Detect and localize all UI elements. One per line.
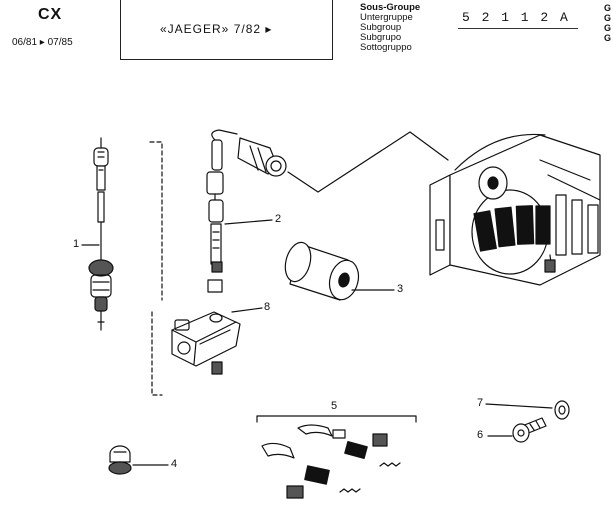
right-edge-label: G [604, 3, 612, 13]
leader-7 [485, 403, 553, 409]
page-title: «JAEGER» 7/82 ▸ [160, 22, 273, 36]
kit-bracket [256, 415, 417, 423]
right-edge-label: G [604, 23, 612, 33]
callout-3: 3 [397, 283, 404, 295]
subgroup-labels: Sous-Groupe Untergruppe Subgroup Subgrup… [360, 3, 420, 53]
subgroup-label-de: Untergruppe [360, 12, 413, 23]
right-edge-label: G [604, 13, 612, 23]
angle-drive-cable [206, 129, 287, 273]
callout-1: 1 [73, 238, 80, 250]
callout-7: 7 [477, 397, 484, 409]
subgroup-label-it: Sottogruppo [360, 42, 412, 53]
cylinder-part [284, 241, 360, 301]
callout-4: 4 [171, 458, 178, 470]
subgroup-code: 5 2 1 1 2 A [462, 10, 570, 25]
right-edge-label: G [604, 33, 612, 43]
speedometer-cable [88, 137, 114, 331]
callout-6: 6 [477, 429, 484, 441]
callout-8: 8 [264, 301, 271, 313]
leader-8 [231, 307, 263, 313]
rubber-plug [108, 445, 132, 475]
screw-and-washer [512, 400, 570, 443]
speedometer-head [429, 133, 601, 286]
subgroup-label-fr: Sous-Groupe [360, 2, 421, 13]
right-edge-labels: G G G G [604, 3, 611, 43]
callout-5: 5 [331, 400, 338, 412]
model-code: CX [38, 6, 63, 23]
callout-2: 2 [275, 213, 282, 225]
subgroup-label-es: Subgrupo [360, 32, 402, 43]
sensor-block [171, 279, 241, 375]
subgroup-code-underline [458, 28, 578, 29]
connector-leader [287, 131, 449, 193]
clip-kit [256, 415, 417, 499]
title-box [120, 0, 333, 60]
assembly-bracket-lower [151, 311, 163, 396]
assembly-bracket [149, 141, 163, 301]
subgroup-label-en: Subgroup [360, 22, 402, 33]
date-range: 06/81 ▸ 07/85 [12, 37, 73, 48]
leader-2 [224, 219, 273, 225]
